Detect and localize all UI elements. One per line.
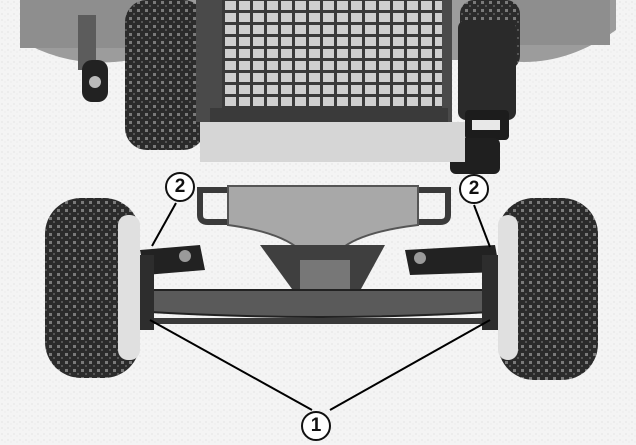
steering-arm-right (405, 245, 500, 275)
leader-2-left (151, 202, 177, 247)
caster-fork (78, 15, 96, 70)
cylinder-tag (472, 120, 500, 130)
axle-rod (150, 318, 490, 324)
leader-1-left (149, 319, 313, 411)
front-bumper (197, 187, 451, 225)
rear-deck-right (510, 0, 610, 45)
front-tire-right-sidewall (498, 215, 518, 360)
caster-hub (89, 76, 101, 88)
grille-frame-bottom (210, 108, 448, 124)
leader-1-right (329, 319, 491, 411)
chassis-plate (200, 122, 465, 162)
front-tire-right (498, 198, 598, 380)
callout-2-left: 2 (165, 172, 195, 202)
engine-grille (222, 0, 442, 112)
arm-bolt-left (179, 250, 191, 262)
front-tire-left (45, 198, 140, 378)
leader-2-right (473, 204, 491, 248)
rear-tire-left (125, 0, 205, 150)
callout-1: 1 (301, 411, 331, 441)
cylinder-body (458, 20, 516, 120)
arm-bolt-right (414, 252, 426, 264)
callout-2-right: 2 (459, 174, 489, 204)
front-tire-left-sidewall (118, 215, 140, 360)
front-axle (138, 289, 502, 318)
